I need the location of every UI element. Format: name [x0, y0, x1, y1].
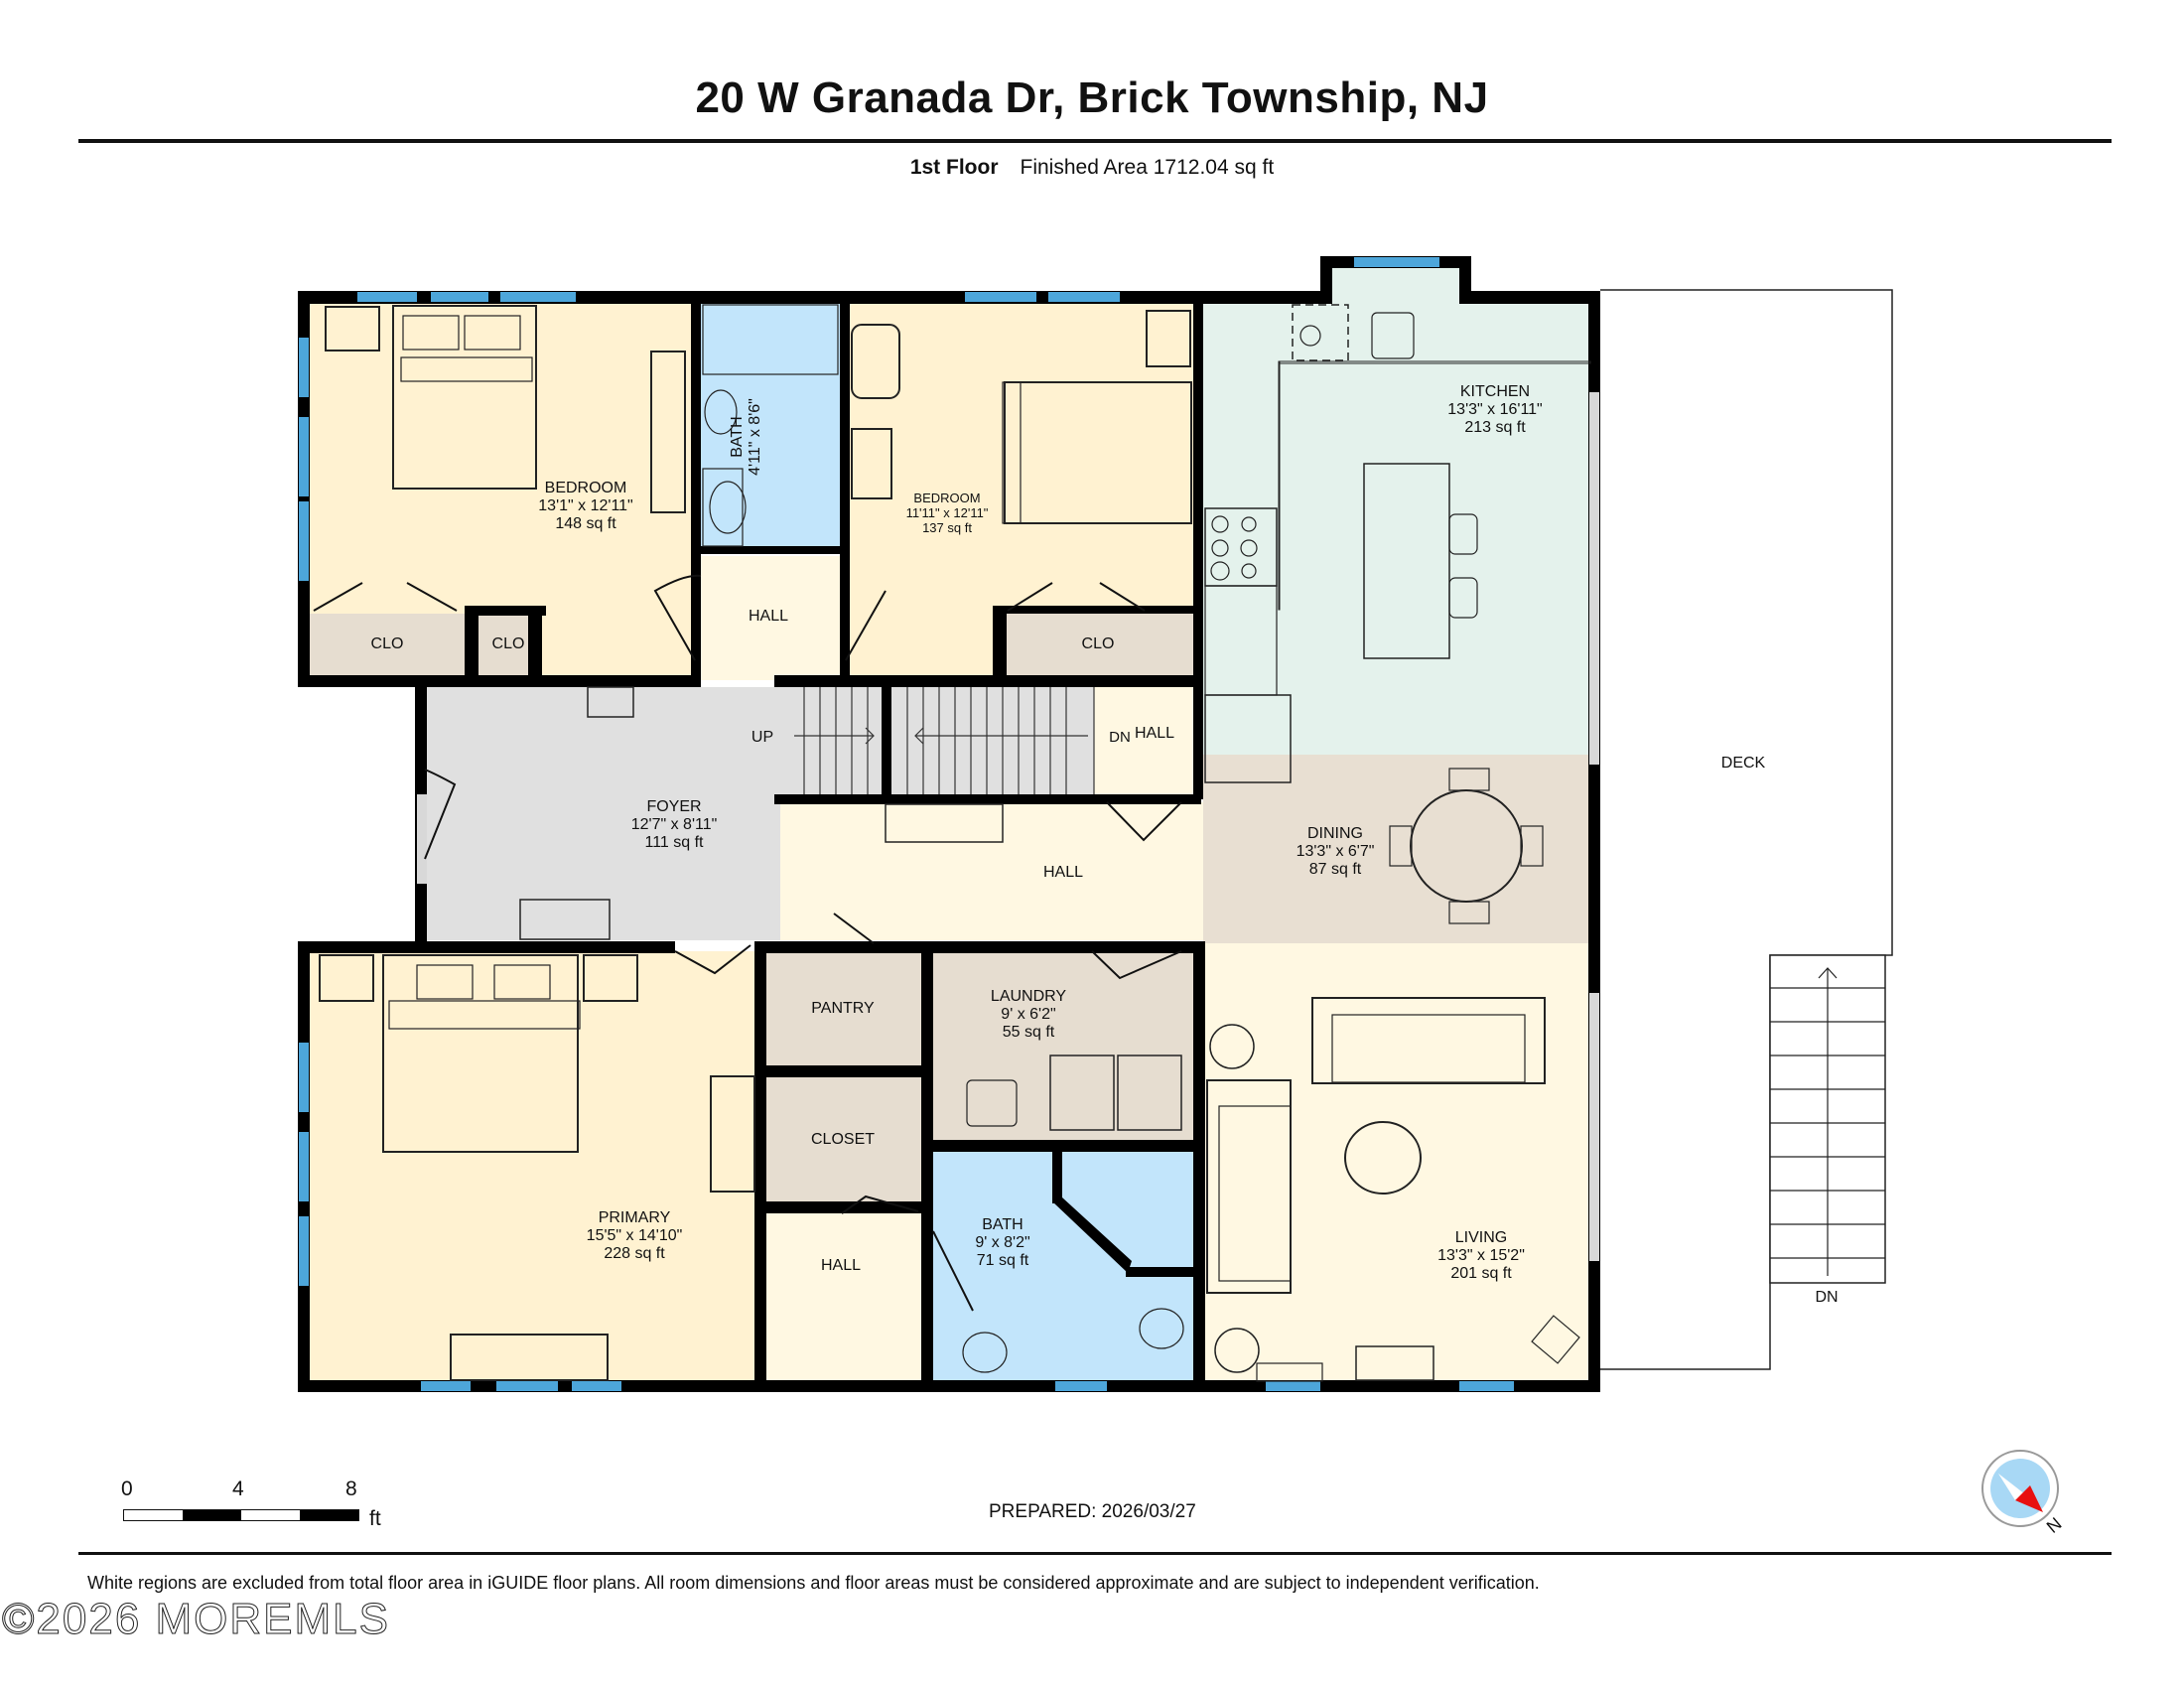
stair-treads	[794, 687, 1095, 794]
compass: N	[1980, 1450, 2090, 1549]
scale-bar-segments	[123, 1509, 359, 1521]
scale-bar: 0 4 8 ft	[121, 1477, 381, 1537]
laundry-floor	[933, 951, 1193, 1140]
disclaimer: White regions are excluded from total fl…	[87, 1573, 1540, 1593]
room-bedroom2: BEDROOM 11'11" x 12'11" 137 sq ft	[906, 491, 989, 535]
living-floor	[1203, 943, 1590, 1380]
room-name: PRIMARY	[598, 1209, 671, 1226]
room-clo3: CLO	[1081, 635, 1115, 652]
room-dims: 12'7" x 8'11"	[630, 816, 718, 833]
room-bath1: BATH 4'11" x 8'6"	[729, 398, 764, 476]
room-name: BEDROOM	[544, 480, 627, 496]
room-name: LIVING	[1454, 1229, 1508, 1246]
room-dims: 11'11" x 12'11"	[905, 505, 989, 520]
room-area: 148 sq ft	[555, 515, 616, 532]
door-swings	[313, 574, 1182, 1312]
hall-stair-floor	[1094, 687, 1193, 796]
deck-label: DECK	[1720, 755, 1766, 772]
floor-label: 1st Floor	[909, 156, 999, 179]
room-dims: 13'3" x 16'11"	[1447, 401, 1543, 418]
room-pantry: PANTRY	[811, 1000, 875, 1017]
pantry-floor	[766, 951, 921, 1065]
hall-main-floor	[780, 802, 1203, 940]
room-clo1: CLO	[370, 635, 404, 652]
room-foyer: FOYER 12'7" x 8'11" 111 sq ft	[631, 798, 718, 852]
room-area: 201 sq ft	[1450, 1265, 1512, 1282]
scale-tick: 4	[232, 1477, 244, 1500]
room-bedroom1: BEDROOM 13'1" x 12'11" 148 sq ft	[538, 480, 632, 533]
room-hall-main: HALL	[1042, 864, 1084, 881]
deck	[1600, 289, 1893, 1370]
room-hall-upper: HALL	[748, 608, 789, 625]
windows	[299, 257, 1514, 1391]
room-fills	[308, 266, 1590, 1380]
room-dims: 13'3" x 15'2"	[1437, 1247, 1525, 1264]
floor-summary: 1st Floor Finished Area 1712.04 sq ft	[0, 156, 2184, 180]
scale-tick: 8	[345, 1477, 357, 1500]
room-dims: 13'1" x 12'11"	[538, 497, 633, 514]
kitchen-bump-floor	[1330, 266, 1461, 311]
scale-unit: ft	[369, 1507, 381, 1530]
header-divider	[78, 139, 2112, 143]
room-area: 213 sq ft	[1464, 419, 1526, 436]
clo1-floor	[310, 614, 465, 675]
stairs-up-label: UP	[751, 729, 774, 746]
room-name: BEDROOM	[913, 491, 981, 505]
primary-floor	[308, 951, 754, 1380]
finished-area: Finished Area 1712.04 sq ft	[1020, 156, 1275, 179]
room-area: 111 sq ft	[644, 834, 704, 851]
clo3-floor	[1003, 614, 1193, 675]
bath2-floor	[933, 1152, 1193, 1380]
room-area: 228 sq ft	[604, 1245, 665, 1262]
stairs-down-label: DN	[1109, 729, 1131, 746]
room-area: 137 sq ft	[922, 520, 972, 535]
room-dims: 9' x 6'2"	[1001, 1006, 1056, 1023]
room-hall-lower: HALL	[820, 1257, 862, 1274]
room-bath2: BATH 9' x 8'2" 71 sq ft	[975, 1216, 1029, 1270]
hall-upper-floor	[701, 556, 840, 680]
room-dims: 15'5" x 14'10"	[586, 1227, 683, 1244]
dining-floor	[1203, 755, 1590, 943]
room-dims: 13'3" x 6'7"	[1296, 843, 1375, 860]
room-hall-stair: HALL	[1134, 725, 1175, 742]
hall-lower-floor	[766, 1213, 921, 1380]
deck-stairs-down-label: DN	[1815, 1289, 1839, 1306]
room-name: DINING	[1306, 825, 1363, 842]
room-dims: 4'11" x 8'6"	[747, 398, 763, 476]
watermark: ©2026 MOREMLS	[2, 1595, 390, 1644]
room-kitchen: KITCHEN 13'3" x 16'11" 213 sq ft	[1447, 383, 1542, 437]
closet-floor	[766, 1077, 921, 1201]
room-clo2: CLO	[491, 635, 525, 652]
room-name: LAUNDRY	[990, 988, 1067, 1005]
room-laundry: LAUNDRY 9' x 6'2" 55 sq ft	[991, 988, 1066, 1042]
footer-divider	[78, 1552, 2112, 1555]
openings	[417, 392, 1599, 1261]
room-name: BATH	[729, 416, 746, 458]
furniture	[319, 304, 1591, 1382]
room-name: KITCHEN	[1459, 383, 1531, 400]
clo2-floor	[478, 614, 528, 675]
room-dining: DINING 13'3" x 6'7" 87 sq ft	[1297, 825, 1375, 879]
room-area: 55 sq ft	[1002, 1024, 1055, 1041]
compass-icon	[1981, 1450, 2059, 1527]
room-dims: 9' x 8'2"	[975, 1234, 1030, 1251]
room-closet: CLOSET	[810, 1131, 876, 1148]
room-primary: PRIMARY 15'5" x 14'10" 228 sq ft	[587, 1209, 683, 1263]
prepared-date: PREPARED: 2026/03/27	[989, 1501, 1196, 1522]
scale-tick: 0	[121, 1477, 133, 1500]
page-title: 20 W Granada Dr, Brick Township, NJ	[695, 73, 1489, 122]
room-name: FOYER	[646, 798, 702, 815]
foyer-floor	[425, 687, 780, 940]
kitchen-floor	[1203, 303, 1590, 755]
room-living: LIVING 13'3" x 15'2" 201 sq ft	[1437, 1229, 1525, 1283]
room-area: 87 sq ft	[1308, 861, 1362, 878]
room-name: BATH	[982, 1216, 1024, 1233]
room-area: 71 sq ft	[976, 1252, 1029, 1269]
